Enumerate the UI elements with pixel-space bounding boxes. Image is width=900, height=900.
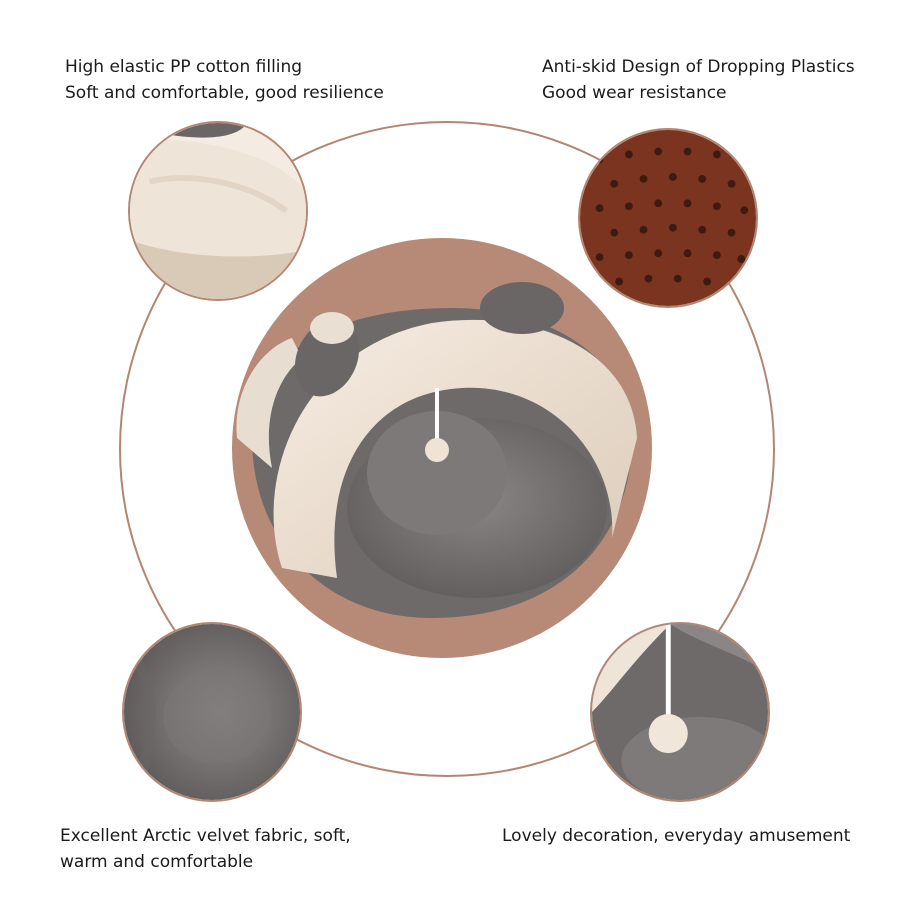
cotton-filling-illustration xyxy=(130,123,306,299)
caption-line: Lovely decoration, everyday amusement xyxy=(502,826,851,846)
cat-bed-illustration xyxy=(236,282,637,618)
velvet-fabric-illustration xyxy=(124,624,300,800)
feature-caption-fabric: Excellent Arctic velvet fabric, soft, wa… xyxy=(60,823,351,875)
detail-image-velvet-fabric xyxy=(122,622,302,802)
caption-line: Good wear resistance xyxy=(542,83,727,103)
feature-caption-filling: High elastic PP cotton filling Soft and … xyxy=(65,54,384,106)
caption-line: Soft and comfortable, good resilience xyxy=(65,83,384,103)
decorative-ring xyxy=(119,121,775,777)
detail-image-cotton-filling xyxy=(128,121,308,301)
feature-caption-antiskid: Anti-skid Design of Dropping Plastics Go… xyxy=(542,54,855,106)
antiskid-dots-illustration xyxy=(580,130,756,306)
caption-line: Anti-skid Design of Dropping Plastics xyxy=(542,57,855,77)
hanging-ball-illustration xyxy=(592,624,768,800)
product-image-cat-bed xyxy=(232,238,652,658)
caption-line: Excellent Arctic velvet fabric, soft, xyxy=(60,826,351,846)
caption-line: High elastic PP cotton filling xyxy=(65,57,303,77)
detail-image-antiskid-bottom xyxy=(578,128,758,308)
detail-image-hanging-ball xyxy=(590,622,770,802)
caption-line: warm and comfortable xyxy=(60,852,254,872)
feature-caption-decoration: Lovely decoration, everyday amusement xyxy=(502,823,850,849)
